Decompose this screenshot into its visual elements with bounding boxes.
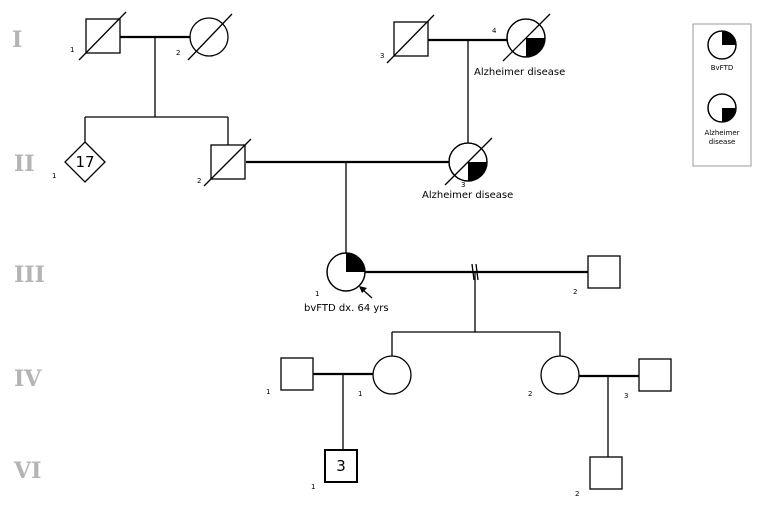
- condition-label: bvFTD dx. 64 yrs: [304, 303, 389, 314]
- individual-number: 3: [624, 392, 628, 400]
- individual-III-1-proband: 1 bvFTD dx. 64 yrs: [304, 252, 389, 314]
- individual-number: 3: [461, 181, 465, 189]
- proband-arrow: [359, 286, 373, 299]
- individual-number: 2: [575, 490, 579, 498]
- individual-number: 1: [266, 388, 270, 396]
- individual-number: 1: [70, 46, 74, 54]
- individual-IV-1: 1: [358, 355, 412, 398]
- generation-label-4: IV: [14, 366, 42, 392]
- generation-label-6: VI: [13, 458, 41, 484]
- individual-number: 2: [573, 288, 577, 296]
- individual-IV-3: 3: [624, 358, 672, 400]
- individual-number: 1: [315, 290, 319, 298]
- individual-IV-2: 2: [528, 355, 580, 398]
- legend-label: BvFTD: [711, 64, 734, 72]
- affected-quadrant: [526, 38, 545, 57]
- condition-label: Alzheimer disease: [422, 190, 513, 201]
- individual-I-1: 1: [70, 11, 127, 61]
- individual-number: 3: [380, 52, 384, 60]
- legend-label-line-1: Alzheimer: [704, 129, 739, 137]
- affected-quadrant: [468, 162, 487, 181]
- individual-number: 1: [52, 172, 56, 180]
- individual-I-4: 4 Alzheimer disease: [474, 13, 565, 78]
- individual-number: 2: [176, 49, 180, 57]
- legend: BvFTD Alzheimer disease: [692, 23, 752, 167]
- legend-label-line-2: disease: [709, 138, 736, 146]
- individual-VI-1: 3 1: [311, 449, 358, 491]
- individual-II-2: 2: [197, 138, 252, 187]
- individual-II-3: 3 Alzheimer disease: [422, 137, 513, 201]
- individual-IV-1-spouse: 1: [266, 357, 314, 396]
- individual-VI-2: 2: [575, 456, 623, 498]
- sibling-count: 17: [75, 153, 94, 171]
- individual-number: 1: [311, 483, 315, 491]
- individual-I-3: 3: [380, 14, 435, 64]
- individual-number: 2: [528, 390, 532, 398]
- generation-label-3: III: [14, 262, 45, 288]
- relationship-lines: [84, 35, 639, 457]
- sibling-count: 3: [336, 457, 346, 475]
- individual-III-2: 2: [573, 255, 621, 296]
- individual-number: 4: [492, 27, 497, 35]
- individual-I-2: 2: [176, 13, 233, 61]
- generation-label-1: I: [12, 27, 22, 53]
- condition-label: Alzheimer disease: [474, 67, 565, 78]
- individual-number: 2: [197, 177, 201, 185]
- individual-II-1: 17 1: [52, 141, 106, 183]
- individual-number: 1: [358, 390, 362, 398]
- legend-item-bvftd: BvFTD: [707, 30, 737, 72]
- generation-label-2: II: [14, 151, 35, 177]
